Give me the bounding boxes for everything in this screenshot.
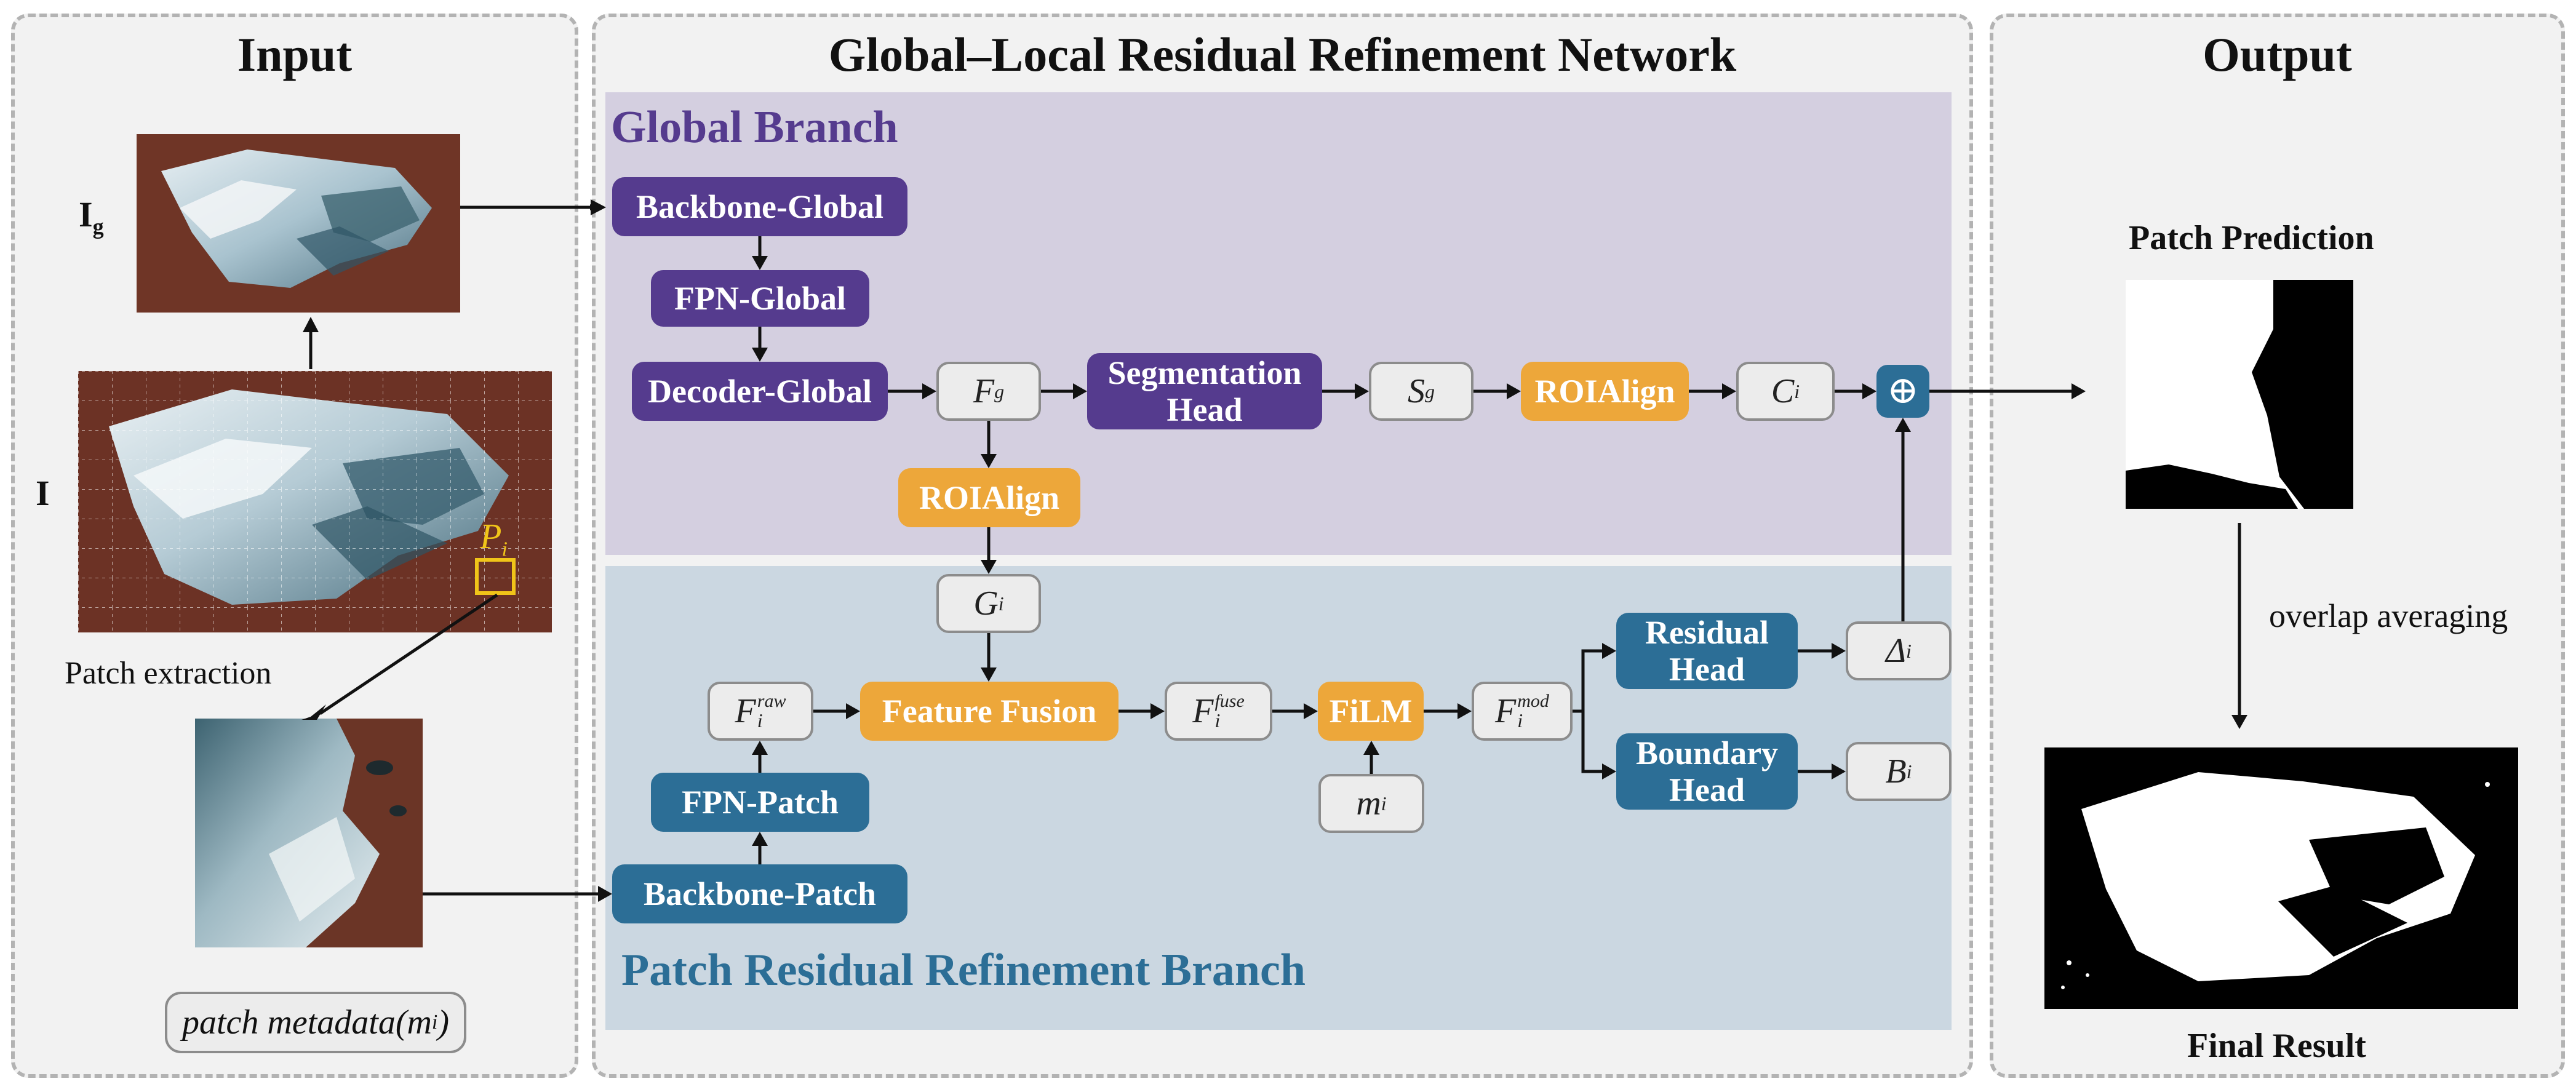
arrow-patch-extraction	[319, 593, 498, 715]
patch-prediction-image	[2126, 280, 2353, 509]
final-result-label: Final Result	[2187, 1027, 2366, 1065]
label-ig: Ig	[79, 194, 104, 239]
global-image-ig	[137, 134, 460, 313]
patch-branch-title: Patch Residual Refinement Branch	[621, 945, 1306, 995]
feature-fusion-box: Feature Fusion	[860, 682, 1119, 741]
backbone-patch-box: Backbone-Patch	[612, 864, 907, 923]
patch-extraction-label: Patch extraction	[65, 656, 272, 691]
patch-prediction-svg	[2126, 280, 2353, 509]
decoder-global-box: Decoder-Global	[632, 362, 888, 421]
final-result-image	[2044, 747, 2518, 1009]
full-image-i-svg	[78, 371, 552, 632]
patch-image-svg	[195, 719, 423, 947]
global-image-ig-svg	[137, 134, 460, 313]
arrowheads	[301, 199, 2247, 902]
label-i: I	[36, 473, 50, 513]
patch-marker-box	[475, 558, 516, 595]
input-panel-title: Input	[237, 28, 353, 81]
residual-head-box: Residual Head	[1616, 613, 1798, 689]
sum-operator: ⊕	[1876, 365, 1929, 418]
arrow-fmod-split	[1573, 649, 1610, 713]
final-result-svg	[2044, 747, 2518, 1009]
patch-marker-label: Pi	[480, 516, 508, 561]
backbone-global-box: Backbone-Global	[612, 177, 907, 236]
network-panel-title: Global–Local Residual Refinement Network	[828, 28, 1737, 81]
roialign-mid-box: ROIAlign	[898, 468, 1080, 527]
output-panel-title: Output	[2203, 28, 2352, 81]
segmentation-head-box: Segmentation Head	[1087, 353, 1322, 429]
patch-prediction-label: Patch Prediction	[2129, 219, 2374, 257]
boundary-head-box: Boundary Head	[1616, 733, 1798, 810]
segmentation-head-line2: Head	[1166, 391, 1243, 428]
full-image-i	[78, 371, 552, 632]
film-box: FiLM	[1318, 682, 1424, 741]
fpn-patch-box: FPN-Patch	[651, 773, 869, 832]
fpn-global-box: FPN-Global	[651, 270, 869, 327]
overlap-averaging-label: overlap averaging	[2269, 597, 2508, 634]
residual-head-line2: Head	[1669, 651, 1745, 688]
patch-image	[195, 719, 423, 947]
residual-head-line1: Residual	[1645, 613, 1769, 651]
arrow-fmod-to-boundary	[1581, 711, 1610, 773]
boundary-head-line2: Head	[1669, 771, 1745, 808]
segmentation-head-line1: Segmentation	[1107, 354, 1302, 391]
boundary-head-line1: Boundary	[1635, 734, 1779, 771]
global-branch-title: Global Branch	[611, 102, 898, 153]
roialign-top-box: ROIAlign	[1521, 362, 1689, 421]
